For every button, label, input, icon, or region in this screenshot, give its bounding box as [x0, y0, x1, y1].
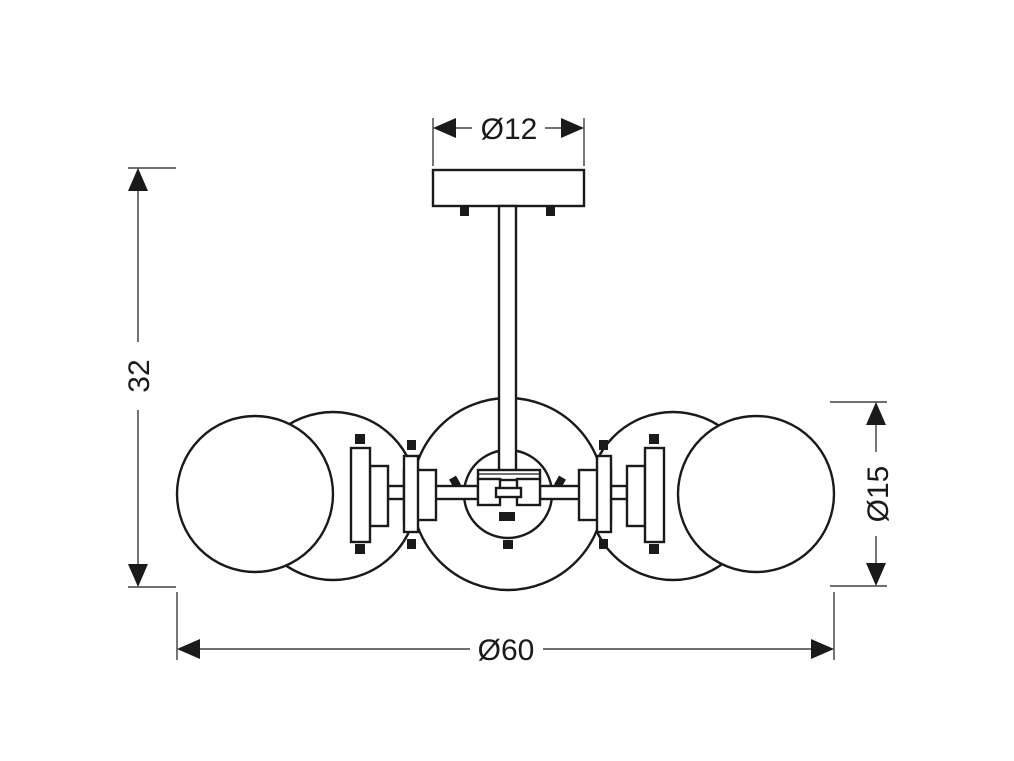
dimension-height: 32: [123, 167, 176, 588]
overall-diameter-label: Ø60: [478, 634, 535, 667]
height-label: 32: [123, 359, 156, 392]
front-globe-right: [676, 414, 836, 574]
dimension-canopy-diameter: Ø12: [432, 113, 585, 166]
stem-rod: [497, 204, 518, 478]
right-arm-assembly: [577, 434, 666, 554]
dimension-globe-diameter: Ø15: [830, 401, 895, 587]
canopy-diameter-label: Ø12: [481, 113, 538, 146]
ceiling-canopy: [431, 168, 586, 216]
front-globe-left: [175, 414, 335, 574]
globe-diameter-label: Ø15: [862, 466, 895, 523]
dimension-overall-diameter: Ø60: [176, 592, 835, 667]
left-arm-assembly: [349, 434, 438, 554]
